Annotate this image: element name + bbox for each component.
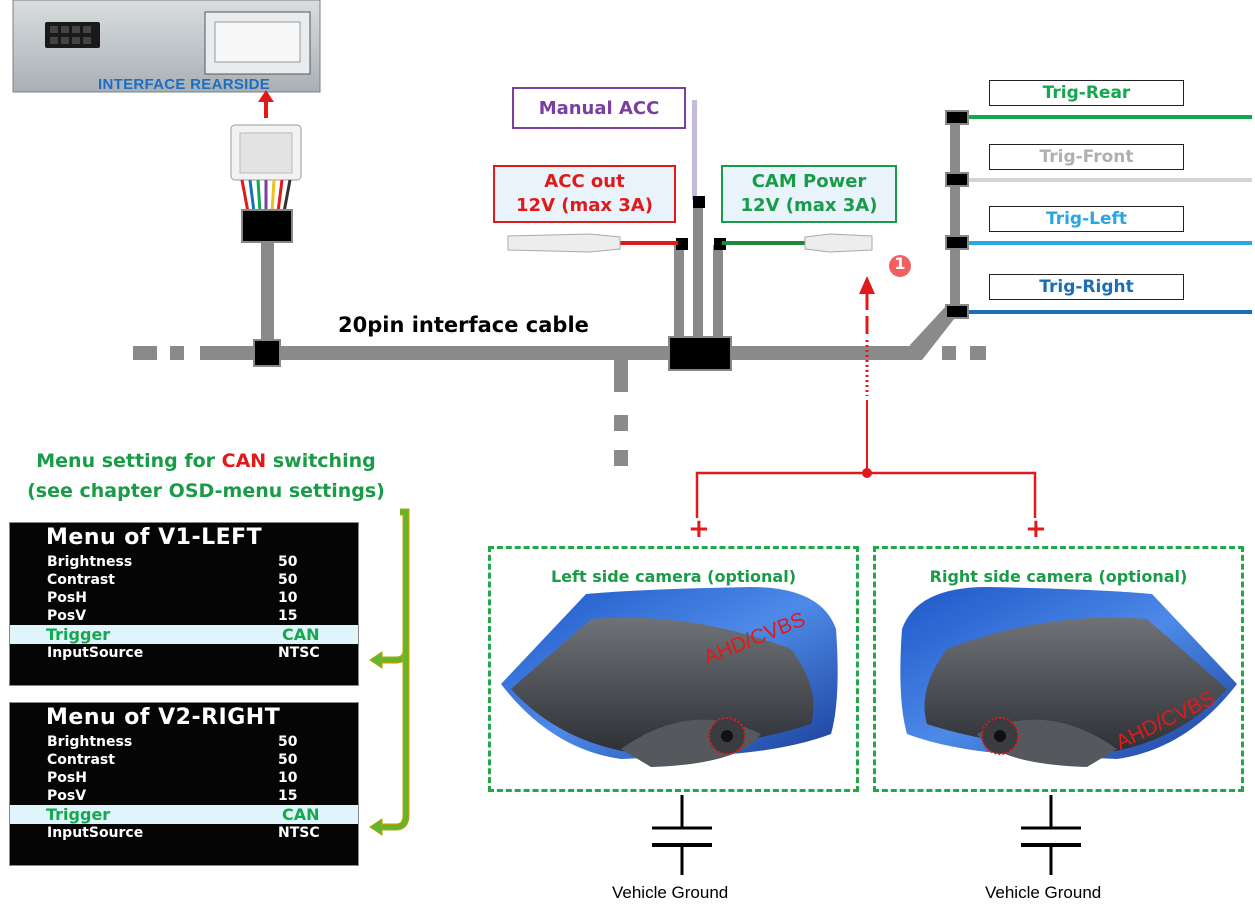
trig-rear-label: Trig-Rear bbox=[989, 80, 1184, 106]
osd-value: 10 bbox=[278, 770, 298, 786]
osd-row: Brightness 50 bbox=[10, 733, 358, 751]
osd-value: 15 bbox=[278, 608, 298, 624]
right-camera-plus: + bbox=[1025, 514, 1047, 544]
trigger-bus bbox=[910, 110, 1252, 360]
cam-power-arrow bbox=[859, 276, 875, 294]
osd-key: PosH bbox=[47, 770, 87, 786]
menu-brace bbox=[369, 508, 410, 836]
osd-value: CAN bbox=[282, 625, 320, 644]
cam-power-line2: 12V (max 3A) bbox=[740, 195, 878, 216]
osd-key: Contrast bbox=[47, 572, 115, 588]
osd-value: 50 bbox=[278, 734, 298, 750]
left-camera-box: Left side camera (optional) AHD/CVBS bbox=[488, 546, 859, 792]
osd-value: 50 bbox=[278, 752, 298, 768]
osd-key: Brightness bbox=[47, 734, 133, 750]
right-camera-box: Right side camera (optional) AHD/CVBS bbox=[873, 546, 1244, 792]
acc-out-line2: 12V (max 3A) bbox=[516, 195, 653, 216]
menu-heading-part1: Menu setting for bbox=[36, 450, 222, 472]
vehicle-ground-right-label: Vehicle Ground bbox=[985, 883, 1102, 902]
osd-value: 50 bbox=[278, 554, 298, 570]
marker-1-badge: 1 bbox=[894, 254, 906, 273]
manual-acc-wire bbox=[692, 100, 697, 200]
osd-row: PosV 15 bbox=[10, 787, 358, 805]
main-cable bbox=[133, 242, 986, 466]
osd-menu-right: Menu of V2-RIGHT Brightness 50 Contrast 50… bbox=[9, 702, 359, 866]
ground-symbol-left bbox=[652, 795, 712, 875]
left-camera-title: Left side camera (optional) bbox=[550, 567, 797, 586]
osd-value: NTSC bbox=[278, 645, 320, 661]
osd-value: 15 bbox=[278, 788, 298, 804]
osd-key: PosH bbox=[47, 590, 87, 606]
trig-left-label: Trig-Left bbox=[989, 206, 1184, 232]
right-mirror-image bbox=[900, 587, 1237, 767]
osd-key: Trigger bbox=[46, 805, 111, 824]
interface-box bbox=[12, 0, 321, 93]
manual-acc-label: Manual ACC bbox=[512, 87, 686, 129]
left-camera-plus: + bbox=[688, 514, 710, 544]
cam-power-label: CAM Power 12V (max 3A) bbox=[721, 165, 897, 223]
osd-row-trigger: Trigger CAN bbox=[10, 625, 358, 644]
cam-power-line1: CAM Power bbox=[751, 171, 867, 192]
osd-value: CAN bbox=[282, 805, 320, 824]
interface-connector bbox=[230, 124, 302, 243]
osd-value: 50 bbox=[278, 572, 298, 588]
osd-key: Brightness bbox=[47, 554, 133, 570]
ground-symbol-right bbox=[1021, 795, 1081, 875]
osd-key: Contrast bbox=[47, 752, 115, 768]
acc-out-connector bbox=[507, 233, 621, 253]
menu-heading: Menu setting for CAN switching (see chap… bbox=[16, 446, 396, 506]
osd-row: Brightness 50 bbox=[10, 553, 358, 571]
interface-rearside-label: INTERFACE REARSIDE bbox=[98, 76, 271, 93]
menu-heading-can: CAN bbox=[221, 450, 267, 472]
osd-menu-title: Menu of V1-LEFT bbox=[46, 525, 263, 550]
osd-row: Contrast 50 bbox=[10, 751, 358, 769]
osd-menu-title: Menu of V2-RIGHT bbox=[46, 705, 281, 730]
osd-row: InputSource NTSC bbox=[10, 824, 358, 842]
osd-row-trigger: Trigger CAN bbox=[10, 805, 358, 824]
osd-key: Trigger bbox=[46, 625, 111, 644]
vehicle-ground-left-label: Vehicle Ground bbox=[612, 883, 729, 902]
osd-row: PosH 10 bbox=[10, 769, 358, 787]
cam-power-connector bbox=[804, 233, 873, 253]
cable-label: 20pin interface cable bbox=[338, 313, 589, 337]
menu-heading-part2: switching bbox=[266, 450, 376, 472]
osd-row: PosH 10 bbox=[10, 589, 358, 607]
trig-front-label: Trig-Front bbox=[989, 144, 1184, 170]
right-camera-title: Right side camera (optional) bbox=[929, 567, 1188, 586]
menu-heading-line2: (see chapter OSD-menu settings) bbox=[27, 480, 385, 502]
osd-value: 10 bbox=[278, 590, 298, 606]
osd-row: PosV 15 bbox=[10, 607, 358, 625]
acc-out-line1: ACC out bbox=[544, 171, 625, 192]
acc-out-label: ACC out 12V (max 3A) bbox=[493, 165, 676, 223]
trig-right-label: Trig-Right bbox=[989, 274, 1184, 300]
osd-row: InputSource NTSC bbox=[10, 644, 358, 662]
camera-power-split bbox=[695, 471, 1037, 518]
osd-key: InputSource bbox=[47, 825, 144, 841]
osd-value: NTSC bbox=[278, 825, 320, 841]
osd-key: PosV bbox=[47, 608, 87, 624]
osd-key: InputSource bbox=[47, 645, 144, 661]
central-junction bbox=[668, 336, 732, 371]
osd-row: Contrast 50 bbox=[10, 571, 358, 589]
osd-key: PosV bbox=[47, 788, 87, 804]
left-mirror-image bbox=[501, 587, 838, 767]
